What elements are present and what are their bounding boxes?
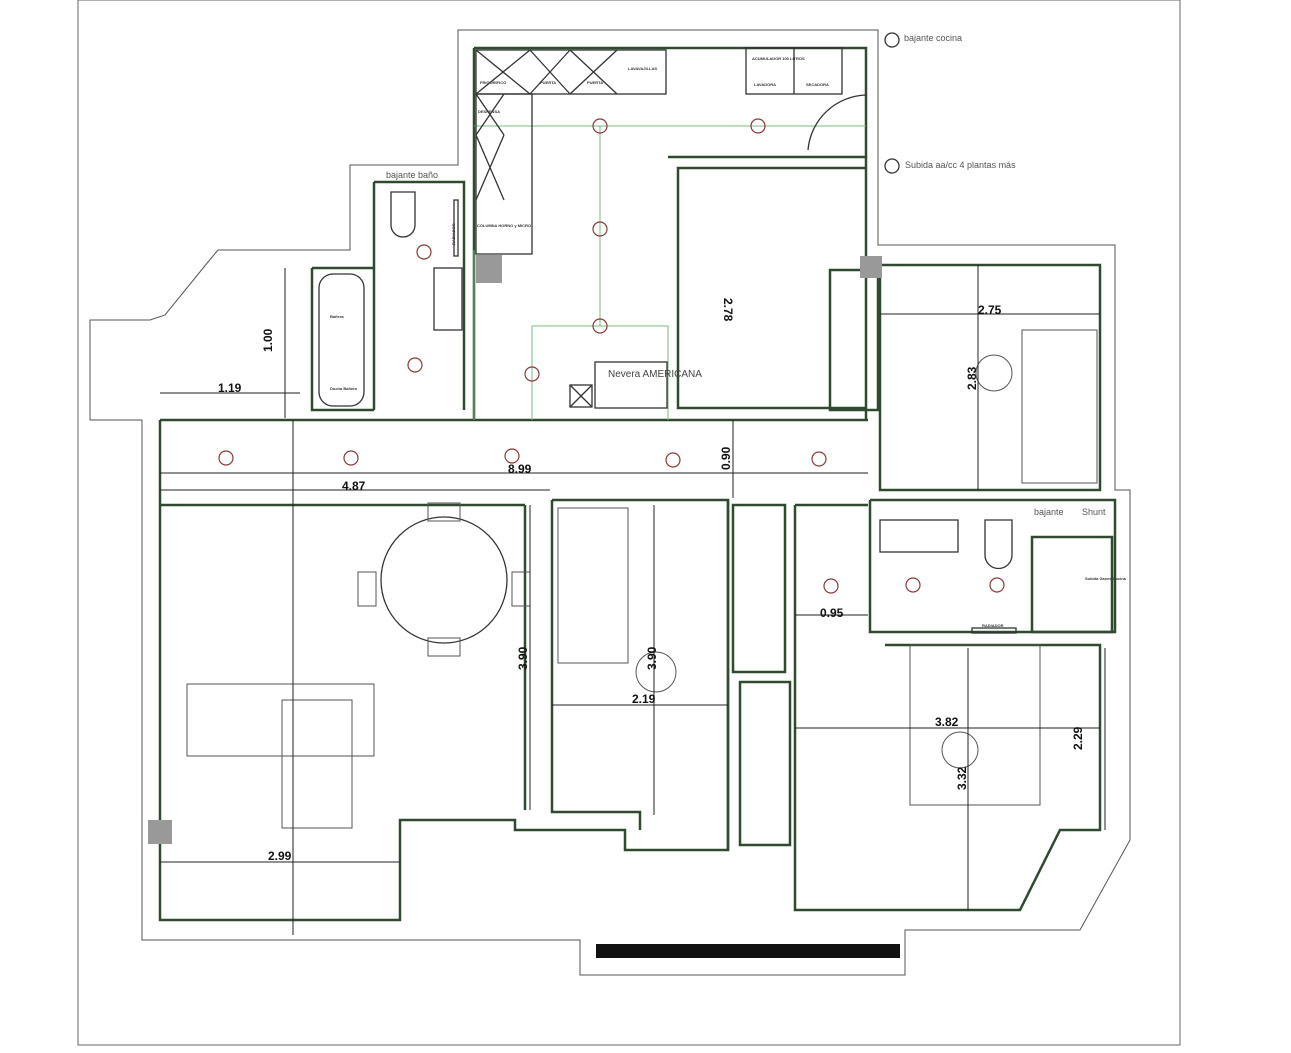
label-columna: COLUMNA HORNO y MICRO	[477, 223, 531, 228]
dimension-lines	[160, 265, 1106, 935]
walls	[158, 46, 1117, 922]
label-banera: Bañera	[330, 314, 344, 319]
label-subida: Subida aa/cc 4 plantas más	[905, 160, 1016, 170]
sheet-border	[77, 0, 1181, 1046]
pipe-marker	[884, 32, 900, 48]
dimension-label: 0.95	[820, 606, 844, 620]
bed	[557, 507, 629, 664]
dimension-label: 1.00	[261, 328, 275, 352]
label-bajante-bano: bajante baño	[386, 170, 438, 180]
label-puerta: PUERTA	[540, 80, 556, 85]
dimension-label: 3.32	[955, 766, 969, 790]
dimension-label: 2.83	[965, 366, 979, 390]
dimension-label: 2.75	[978, 303, 1002, 317]
bed	[909, 644, 1041, 806]
dining-table	[380, 516, 508, 644]
label-lavavajillas: LAVAVAJILLAS	[628, 66, 657, 71]
pipe-marker	[884, 158, 900, 174]
dimension-label: 1.19	[218, 381, 242, 395]
label-radiador: RADIADOR	[982, 623, 1004, 628]
label-radiador: RADIADOR	[451, 223, 456, 245]
bed	[1021, 329, 1098, 484]
dimension-label: 3.82	[935, 715, 959, 729]
dimension-label: 8.99	[508, 462, 532, 476]
label-shunt: Shunt	[1082, 507, 1106, 517]
dimension-label: 3.90	[516, 646, 530, 670]
bathroom-fixtures	[318, 191, 1017, 634]
outer-envelope	[89, 29, 1131, 976]
electrical-guides	[473, 125, 866, 420]
dimension-label: 2.29	[1071, 726, 1085, 750]
balcony-rail	[596, 944, 900, 958]
kitchen-cabinets	[475, 47, 867, 409]
label-bajante: bajante	[1034, 507, 1064, 517]
label-acumulador: ACUMULADOR 100 LITROS	[752, 56, 805, 61]
ceiling-lights	[218, 118, 1013, 769]
label-lavadora: LAVADORA	[754, 82, 776, 87]
dimension-label: 0.90	[719, 446, 733, 470]
label-bajante-cocina: bajante cocina	[904, 33, 962, 43]
sofa	[186, 683, 375, 757]
label-ducha: Ducha Bañera	[330, 386, 358, 391]
furniture	[148, 256, 1098, 958]
dimension-label: 4.87	[342, 479, 366, 493]
label-puerta: PUERTA	[587, 80, 603, 85]
label-nevera: Nevera AMERICANA	[608, 369, 702, 380]
label-secadora: SECADORA	[806, 82, 829, 87]
dimension-label: 2.99	[268, 849, 292, 863]
dimension-label: 2.78	[721, 298, 735, 322]
label-despensa: DESPENSA	[478, 109, 500, 114]
dimension-label: 2.19	[632, 692, 656, 706]
label-frigorifico: FRIGORIFICO	[480, 80, 506, 85]
column-block	[476, 255, 502, 283]
label-subida-gases: Subida Gases Cocina	[1085, 576, 1127, 581]
dimension-label: 3.90	[645, 646, 659, 670]
